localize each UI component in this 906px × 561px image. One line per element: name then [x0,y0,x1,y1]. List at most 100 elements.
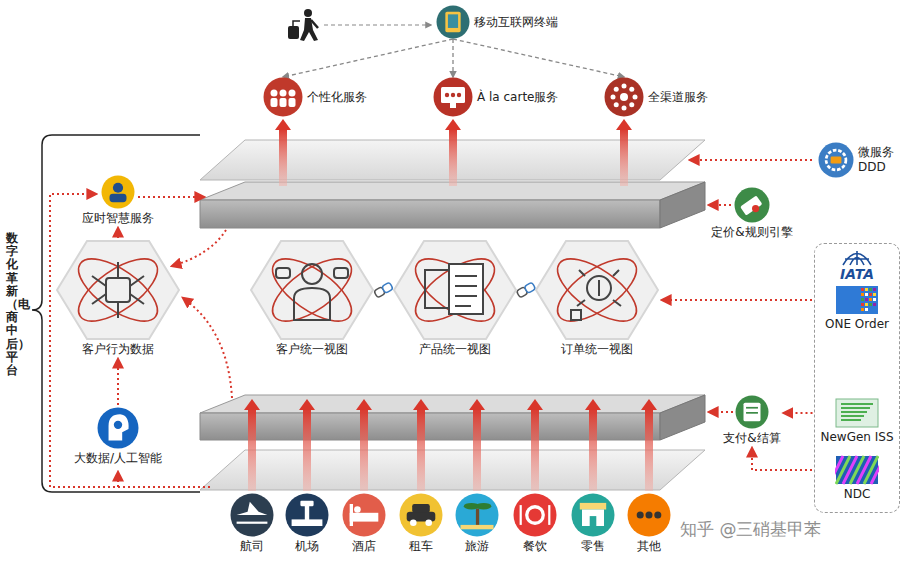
icon-glyph [113,183,123,193]
round-icon [285,493,329,537]
icon-glyph [407,512,436,522]
icon-glyph [350,504,353,526]
arrow-head [469,399,485,410]
part [138,196,204,198]
round-icon [263,77,303,117]
node-label: 酒店 [352,539,376,554]
icon-glyph [645,511,652,518]
icon-node: 酒店 [339,491,389,556]
icon-node: À la carte服务 [431,77,561,117]
part [244,399,657,491]
icon-glyph [280,98,287,107]
up-arrow [645,408,653,491]
logo-stripe [836,456,850,484]
icon-disc [605,78,644,117]
logo-dot [861,293,864,296]
lower-platform-layer [200,395,705,490]
icon-glyph [292,519,323,526]
icon-disc [819,143,854,178]
icon-glyph [271,90,278,97]
icon-glyph [743,403,760,422]
icon-glyph [614,87,619,92]
icon-glyph [448,14,458,28]
node-label: NewGen ISS [820,430,893,445]
logo-dot [865,308,868,311]
icon-glyph [637,511,644,518]
icon-glyph [590,516,597,526]
logo-dot [869,298,872,301]
arrow-head [585,399,601,410]
icon-glyph [633,95,638,100]
hexagon-outline [57,241,179,339]
bracket [32,135,200,492]
part [172,230,226,266]
logo-dot [861,303,864,306]
logo-dot [861,288,864,291]
pictogram [302,264,322,284]
pictogram [92,262,144,318]
logo-line [841,411,867,413]
pictogram [276,268,290,278]
round-icon [97,407,139,449]
node-label: 移动互联网终端 [474,15,558,30]
logo-dot [873,288,876,291]
part [690,159,812,161]
icon-disc [97,408,138,449]
round-icon [230,493,274,537]
arrow-head [527,399,543,410]
part [304,9,312,17]
pictogram [449,264,483,314]
icon-disc [286,494,329,537]
icon-node: 微服务 DDD [816,142,900,178]
icon-glyph [425,519,432,526]
logo-stripe [843,456,857,484]
connector [453,39,624,77]
icon-disc [264,78,303,117]
icon-node: 定价&规则引擎 [708,185,795,242]
node-label: 支付&结算 [723,431,780,446]
node-label: 旅游 [465,539,489,554]
icon-disc [514,494,557,537]
icon-disc [734,188,769,223]
logo-dot [865,288,868,291]
standard-logo [835,398,879,428]
logo-dot [873,293,876,296]
icon-glyph [412,504,430,513]
chain-link [524,282,536,293]
round-icon [818,142,854,178]
round-icon [571,493,615,537]
node-label: ONE Order [825,317,889,332]
icon-glyph [114,421,122,429]
round-icon [101,175,135,209]
part [117,472,119,487]
logo-dot [869,303,872,306]
icon-glyph [109,414,129,440]
pictogram [106,278,130,302]
round-icon [436,5,470,39]
logo-dot [865,298,868,301]
arrow-head [244,399,260,410]
logo-line [841,415,864,417]
logo-dot [873,298,876,301]
arrow-head [356,399,372,410]
icon-glyph [476,503,491,510]
icon-node: 机场 [282,491,332,556]
globe-logo [841,248,873,266]
icon-disc [400,494,443,537]
icon-node: 移动互联网终端 [434,5,560,39]
icon-glyph [476,508,479,526]
part [445,119,461,130]
part [275,119,291,130]
orbit [69,247,167,333]
industry-arrows [244,399,657,491]
icon-disc [343,494,386,537]
part [200,450,705,490]
node-label: NDC [844,487,871,502]
part [279,128,287,186]
pictogram [455,276,477,306]
node-label: 航司 [240,539,264,554]
up-arrow [360,408,368,491]
arrow-head [413,399,429,410]
icon-glyph [611,95,616,100]
